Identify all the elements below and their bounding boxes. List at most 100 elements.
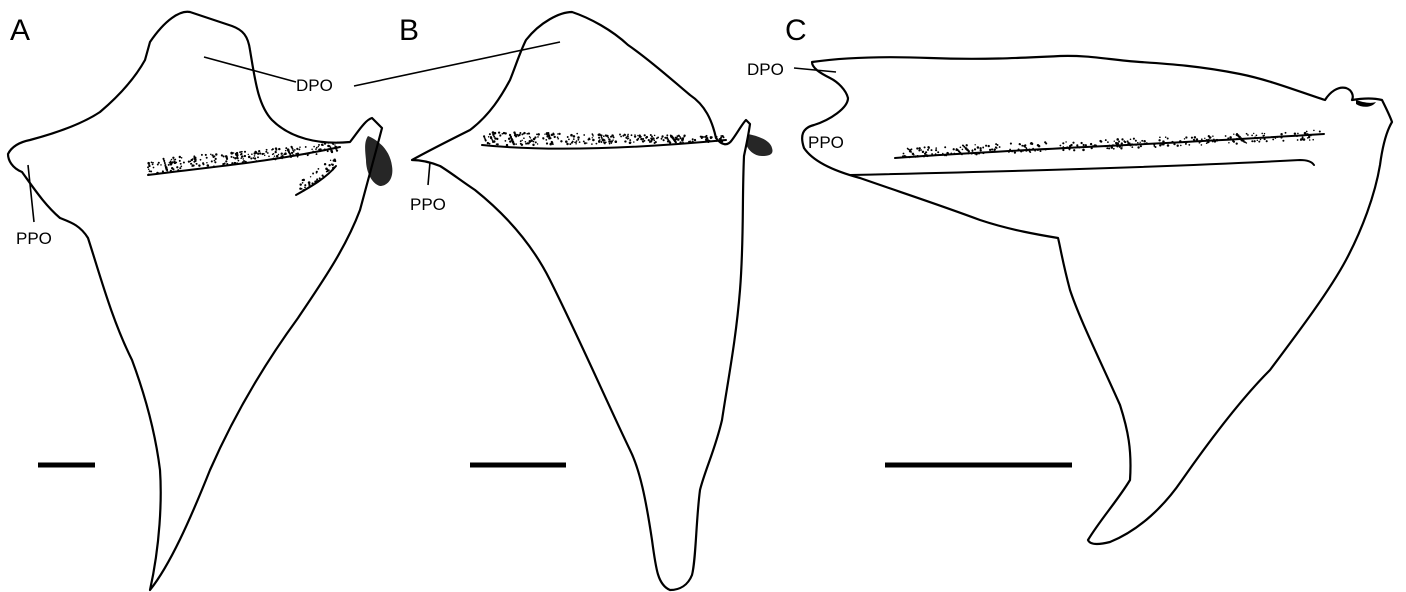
stipple-dot: [1196, 138, 1198, 140]
stipple-dot: [499, 134, 501, 136]
stipple-dot: [655, 141, 657, 143]
stipple-dot: [1070, 144, 1072, 146]
stipple-dot: [1313, 130, 1315, 132]
stipple-dot: [1256, 135, 1258, 137]
stipple-dot: [263, 153, 265, 155]
stipple-dot: [968, 150, 970, 152]
stipple-dot: [1095, 145, 1097, 147]
stipple-dot: [268, 155, 270, 157]
stipple-dot: [1165, 136, 1167, 138]
stipple-dot: [997, 144, 999, 146]
stipple-dot: [239, 151, 241, 153]
stipple-dot: [557, 133, 558, 134]
stipple-dot: [937, 151, 939, 153]
stipple-dot: [1121, 148, 1123, 150]
stipple-dot: [1129, 142, 1131, 144]
stipple-dot: [711, 136, 713, 138]
stipple-dot: [292, 154, 294, 156]
stipple-dot: [1306, 131, 1308, 133]
stipple-dot: [1216, 139, 1219, 142]
stipple-dot: [586, 142, 587, 143]
stipple-dot: [530, 137, 531, 138]
stipple-dot: [1171, 141, 1173, 143]
stipple-dot: [528, 133, 530, 135]
stipple-dot: [493, 136, 495, 138]
ppo-a-label: PPO: [16, 229, 52, 248]
stipple-dot: [1011, 151, 1013, 153]
stipple-dot: [1072, 142, 1074, 144]
stipple-dot: [196, 163, 198, 165]
stipple-dot: [1066, 146, 1068, 148]
dpo-c-label: DPO: [747, 60, 784, 79]
stipple-dot: [1008, 151, 1010, 153]
stipple-dot: [324, 149, 327, 152]
stipple-dot: [1112, 144, 1114, 146]
stipple-dot: [1247, 134, 1249, 136]
stipple-dot: [214, 155, 216, 157]
stipple-dot: [1246, 133, 1248, 135]
stipple-dot: [546, 142, 548, 144]
stipple-dot: [515, 135, 517, 137]
stipple-dot: [637, 135, 639, 137]
stipple-dot: [598, 134, 601, 137]
stipple-dot: [226, 156, 228, 158]
stipple-dot: [176, 166, 178, 168]
stipple-dot: [225, 160, 227, 162]
stipple-dot: [194, 159, 197, 162]
stipple-dot: [679, 141, 681, 143]
stipple-dot: [238, 160, 240, 162]
stipple-dot: [918, 147, 921, 150]
stipple-dot: [294, 149, 296, 151]
stipple-dot: [244, 151, 246, 153]
stipple-dot: [993, 148, 995, 150]
stipple-dot: [170, 170, 172, 172]
stipple-dot: [592, 134, 594, 136]
stipple-dot: [615, 140, 618, 143]
stipple-dot: [1113, 148, 1115, 150]
stipple-dot: [234, 157, 236, 159]
stipple-dot: [657, 136, 659, 138]
stipple-dot: [1146, 142, 1148, 144]
stipple-dot: [278, 148, 280, 150]
stipple-dot: [1300, 139, 1302, 141]
stipple-dot: [303, 179, 305, 181]
stipple-dot: [544, 133, 545, 134]
stipple-dot: [1253, 140, 1255, 142]
stipple-dot: [224, 162, 226, 164]
ppo-b-leader: [428, 162, 430, 185]
panel-c-letter: C: [785, 14, 807, 47]
stipple-dot: [211, 160, 213, 162]
stipple-dot: [334, 144, 335, 145]
panel-a-letter: A: [10, 14, 30, 47]
stipple-dot: [624, 134, 626, 136]
stipple-dot: [1201, 138, 1203, 140]
stipple-dot: [337, 141, 338, 142]
stipple-dot: [690, 140, 692, 142]
stipple-dot: [552, 133, 554, 135]
stipple-dot: [175, 162, 177, 164]
stipple-dot: [274, 155, 275, 156]
stipple-dot: [1309, 139, 1311, 141]
stipple-dot: [537, 143, 538, 144]
stipple-dot: [242, 158, 244, 160]
stipple-dot: [985, 145, 987, 147]
stipple-dot: [1118, 141, 1120, 143]
stipple-dot: [1275, 137, 1277, 139]
stipple-dot: [1180, 145, 1182, 147]
stipple-dot: [259, 152, 261, 154]
stipple-dot: [288, 152, 290, 154]
stipple-dot: [236, 162, 238, 164]
stipple-dot: [1137, 142, 1139, 144]
stipple-dot: [1167, 138, 1169, 140]
stipple-dot: [1040, 150, 1042, 152]
stipple-dot: [206, 162, 207, 163]
stipple-dot: [207, 164, 210, 167]
stipple-dot: [1130, 139, 1132, 141]
stipple-dot: [518, 134, 520, 136]
stipple-dot: [153, 167, 155, 169]
stipple-dot: [1264, 133, 1265, 134]
stipple-dot: [682, 138, 684, 140]
stipple-dot: [627, 134, 629, 136]
stipple-dot: [624, 141, 626, 143]
stipple-dot: [1312, 139, 1314, 141]
